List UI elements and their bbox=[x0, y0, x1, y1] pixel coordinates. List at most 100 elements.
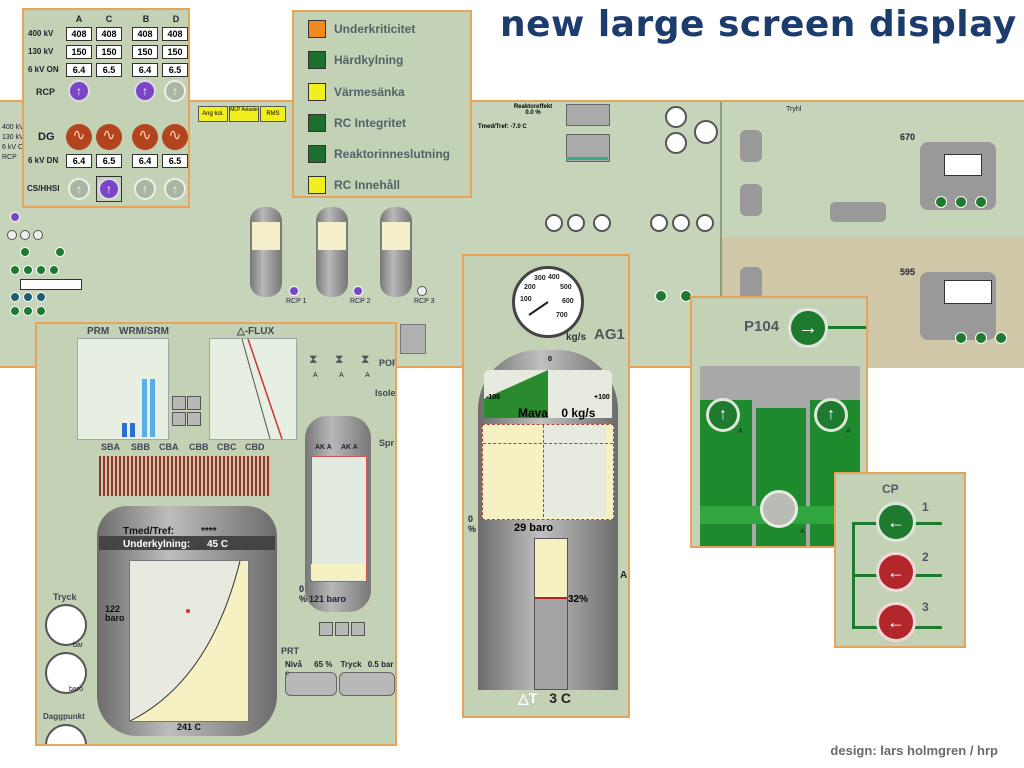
delta-flux-trend bbox=[241, 338, 283, 440]
value-400kv-c: 408 bbox=[96, 27, 122, 41]
steam-generator-tag: AG1 bbox=[594, 326, 625, 343]
valve-icon[interactable]: ⧗ bbox=[361, 352, 370, 366]
pump-button[interactable] bbox=[935, 196, 947, 208]
gauge-icon bbox=[665, 106, 687, 128]
core-pressure-unit: baro bbox=[105, 613, 125, 623]
value-130kv-c: 150 bbox=[96, 45, 122, 59]
status-swatch bbox=[308, 20, 326, 38]
tmed-label: Tmed/Tref: bbox=[478, 124, 509, 130]
value-400kv-a: 408 bbox=[66, 27, 92, 41]
pump-button[interactable] bbox=[49, 265, 59, 275]
valve-icon[interactable]: ⧗ bbox=[309, 352, 318, 366]
pump-button[interactable] bbox=[23, 265, 33, 275]
rcp-b-button[interactable]: ↑ bbox=[134, 80, 156, 102]
rcp-a-button[interactable]: ↑ bbox=[68, 80, 90, 102]
cs-button[interactable] bbox=[10, 212, 20, 222]
design-credit: design: lars holmgren / hrp bbox=[830, 743, 998, 758]
pump-button[interactable] bbox=[23, 292, 33, 302]
pump-a-label: A bbox=[738, 428, 743, 435]
pump-button[interactable] bbox=[55, 247, 65, 257]
legend-item-underkriticitet[interactable]: Underkriticitet bbox=[308, 18, 415, 40]
core-bottom-temperature: 241 C bbox=[177, 722, 202, 732]
wrm-srm-label: WRM/SRM bbox=[119, 326, 169, 337]
pressure-gauge-icon bbox=[45, 652, 87, 694]
legend-item-hardkylning[interactable]: Härdkylning bbox=[308, 49, 403, 71]
rcp-label-2: RCP 2 bbox=[350, 298, 371, 305]
tryhl-label: Tryhl bbox=[786, 106, 802, 113]
steam-gauge-tick: 700 bbox=[556, 312, 568, 319]
gauge-icon bbox=[650, 214, 668, 232]
mava-scale-max: +100 bbox=[594, 394, 610, 401]
pump-button[interactable] bbox=[36, 265, 46, 275]
pump-button[interactable] bbox=[10, 306, 20, 316]
pump-button[interactable] bbox=[20, 247, 30, 257]
core-pressure-value: 122 bbox=[105, 604, 121, 614]
steam-pressure: 29 baro bbox=[514, 522, 554, 534]
pump-button[interactable] bbox=[975, 332, 987, 344]
rcp-button[interactable] bbox=[289, 286, 299, 296]
cs-a-button[interactable]: ↑ bbox=[68, 178, 90, 200]
cp-2-button[interactable]: ← bbox=[876, 552, 916, 592]
pump-button[interactable] bbox=[23, 306, 33, 316]
prt-label: PRT bbox=[281, 646, 299, 656]
legend-item-rc-innehall[interactable]: RC Innehåll bbox=[308, 174, 400, 196]
pump-button[interactable] bbox=[995, 332, 1007, 344]
gauge-icon bbox=[665, 132, 687, 154]
pump-button[interactable] bbox=[955, 332, 967, 344]
col-b: B bbox=[142, 14, 150, 24]
pump-c-start-button[interactable]: ↑ bbox=[814, 398, 848, 432]
rcp-label-3: RCP 3 bbox=[414, 298, 435, 305]
legend-item-rc-integritet[interactable]: RC Integritet bbox=[308, 112, 406, 134]
row-label-130kv: 130 kV bbox=[28, 47, 54, 56]
cs-d-button[interactable]: ↑ bbox=[164, 178, 186, 200]
dg-c-generator-icon[interactable]: ∿ bbox=[96, 124, 122, 150]
cp-3-button[interactable]: ← bbox=[876, 602, 916, 642]
dg-b-generator-icon[interactable]: ∿ bbox=[132, 124, 158, 150]
gauge-icon bbox=[672, 214, 690, 232]
rcp-button[interactable] bbox=[417, 286, 427, 296]
steam-dome bbox=[482, 424, 614, 520]
gauge-icon bbox=[545, 214, 563, 232]
dg-d-generator-icon[interactable]: ∿ bbox=[162, 124, 188, 150]
tag-mlp[interactable]: MLP Avlaste bbox=[229, 106, 259, 122]
pump-button[interactable] bbox=[36, 292, 46, 302]
col-c: C bbox=[105, 14, 113, 24]
rcp-label: RCP bbox=[36, 87, 56, 97]
core-tmed-value: **** bbox=[201, 526, 217, 537]
row-label-6kv-on: 6 kV ON bbox=[28, 65, 59, 74]
rcp-vessel bbox=[380, 207, 412, 297]
rcp-button[interactable] bbox=[353, 286, 363, 296]
pump-button[interactable] bbox=[955, 196, 967, 208]
pump-a-start-button[interactable]: ↑ bbox=[706, 398, 740, 432]
pump-button[interactable] bbox=[975, 196, 987, 208]
legend-item-varmesanka[interactable]: Värmesänka bbox=[308, 81, 405, 103]
pump-button[interactable] bbox=[655, 290, 667, 302]
side-percent: % bbox=[468, 524, 477, 534]
pump-button[interactable] bbox=[36, 306, 46, 316]
pump-button[interactable] bbox=[10, 265, 20, 275]
steam-flow-unit: kg/s bbox=[566, 332, 587, 343]
tag-rms[interactable]: RMS bbox=[260, 106, 286, 122]
rcp-d-button[interactable]: ↑ bbox=[164, 80, 186, 102]
dg-a-generator-icon[interactable]: ∿ bbox=[66, 124, 92, 150]
right-value-670: 670 bbox=[900, 132, 916, 142]
value-130kv-b: 150 bbox=[132, 45, 158, 59]
pump-button[interactable] bbox=[10, 292, 20, 302]
pump-b-button[interactable] bbox=[760, 490, 798, 528]
core-tmed-label: Tmed/Tref: bbox=[123, 526, 175, 537]
pump-p104-run-button[interactable]: → bbox=[788, 308, 828, 348]
prt-tryck-label: Tryck bbox=[340, 660, 362, 669]
ak-a-label: AK A bbox=[341, 444, 358, 451]
cp-1-button[interactable]: ← bbox=[876, 502, 916, 542]
tag-ang-kol[interactable]: Ang kol. bbox=[198, 106, 228, 122]
isole-label: Isole bbox=[375, 388, 396, 398]
prm-wrm-chart bbox=[77, 338, 169, 440]
mava-scale-mid: 0 bbox=[548, 356, 552, 363]
cp-panel: CP ← 1 ← 2 ← 3 bbox=[834, 472, 966, 648]
delta-flux-label: △-FLUX bbox=[237, 326, 275, 337]
cs-b-button[interactable]: ↑ bbox=[134, 178, 156, 200]
tryck-label: Tryck bbox=[53, 592, 77, 602]
valve-icon[interactable]: ⧗ bbox=[335, 352, 344, 366]
legend-item-reaktorinneslutning[interactable]: Reaktorinneslutning bbox=[308, 143, 450, 165]
cs-c-button[interactable]: ↑ bbox=[98, 178, 120, 200]
